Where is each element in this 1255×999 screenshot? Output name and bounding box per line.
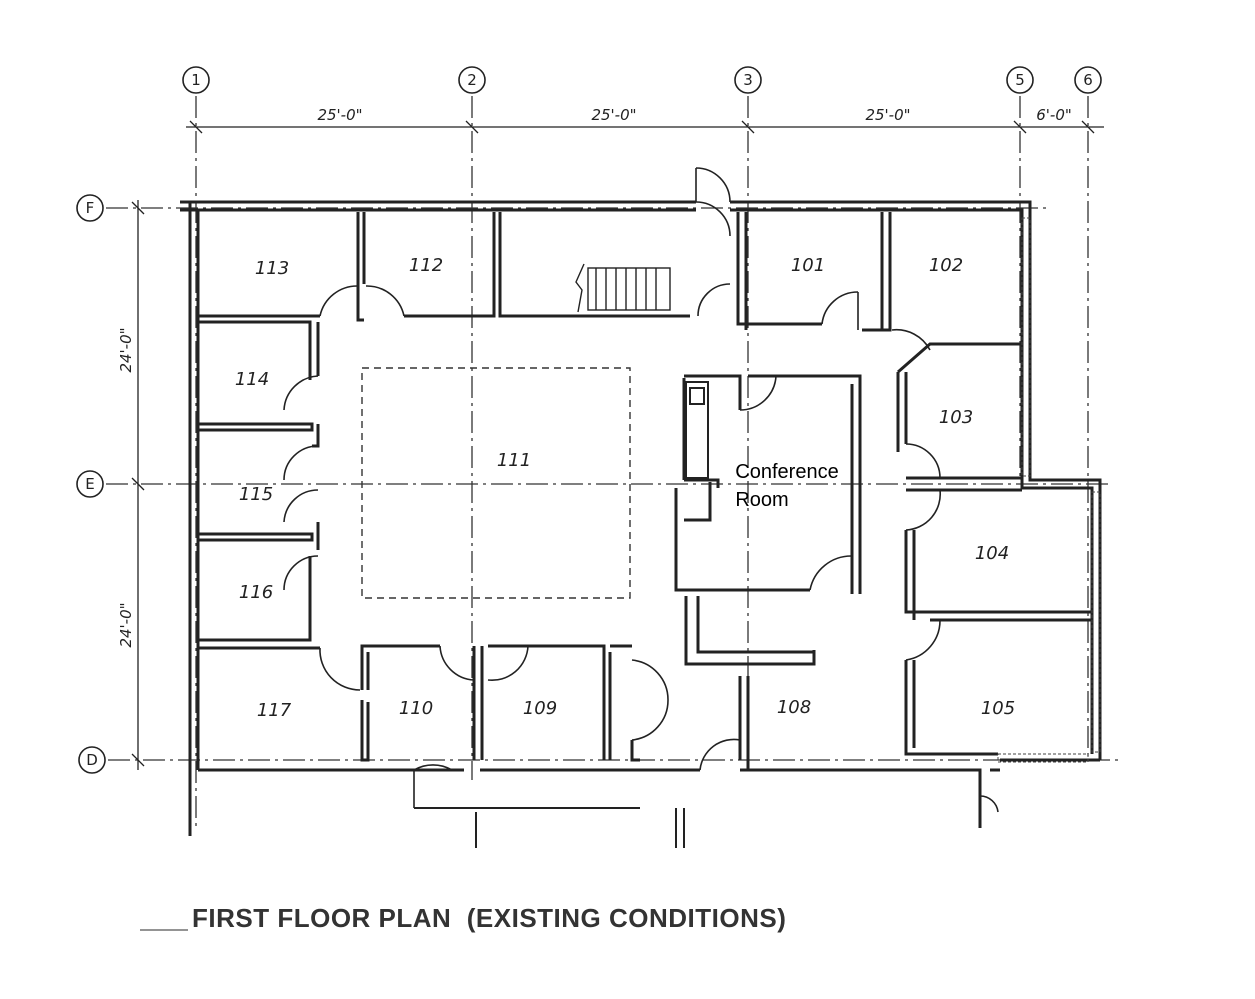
grid-label-row-e: E: [85, 475, 94, 493]
grid-bubbles: 1 2 3 5 6 F E D: [76, 66, 1102, 774]
room-number-116: 116: [239, 582, 273, 603]
dimension-text: 25'-0": [591, 106, 636, 124]
grid-label-col-2: 2: [467, 71, 477, 89]
conference-room-label-line-1: Conference: [735, 461, 838, 483]
grid-label-row-f: F: [86, 199, 95, 217]
room-number-101: 101: [791, 255, 825, 276]
room-number-109: 109: [523, 698, 557, 719]
grid-label-col-6: 6: [1083, 71, 1093, 89]
room-number-110: 110: [399, 698, 433, 719]
room-number-117: 117: [257, 700, 292, 721]
grid-label-col-1: 1: [191, 71, 201, 89]
dimension-text: 6'-0": [1036, 106, 1072, 124]
grid-label-col-5: 5: [1015, 71, 1025, 89]
window-hatch: [997, 217, 1101, 763]
room-number-102: 102: [929, 255, 963, 276]
conference-room-label-line-2: Room: [735, 489, 788, 511]
room-number-111: 111: [497, 450, 531, 471]
stairs: [575, 263, 671, 313]
room-number-105: 105: [981, 698, 1015, 719]
room-number-103: 103: [939, 407, 973, 428]
conference-room-label: Conference Room: [735, 461, 838, 511]
grid-label-row-d: D: [86, 751, 98, 769]
grid-label-col-3: 3: [743, 71, 753, 89]
dimension-lines: [131, 120, 1104, 770]
room-number-113: 113: [255, 258, 289, 279]
room-111-boundary: [361, 367, 631, 599]
room-labels: 113 112 101 102 114 115 116 117 110 109 …: [235, 255, 1015, 721]
room-number-115: 115: [239, 484, 273, 505]
dimension-text: 25'-0": [865, 106, 910, 124]
plan-title: FIRST FLOOR PLAN (EXISTING CONDITIONS): [192, 903, 786, 933]
room-number-114: 114: [235, 369, 269, 390]
doors: [283, 167, 999, 813]
dimension-text: 25'-0": [317, 106, 362, 124]
dimension-text: 24'-0": [117, 327, 135, 372]
dimension-text: 24'-0": [117, 602, 135, 647]
dimension-texts: 25'-0" 25'-0" 25'-0" 6'-0" 24'-0" 24'-0": [117, 106, 1072, 648]
room-number-108: 108: [777, 697, 811, 718]
room-number-104: 104: [975, 543, 1009, 564]
interior-walls: [198, 212, 1092, 770]
room-number-112: 112: [409, 255, 443, 276]
